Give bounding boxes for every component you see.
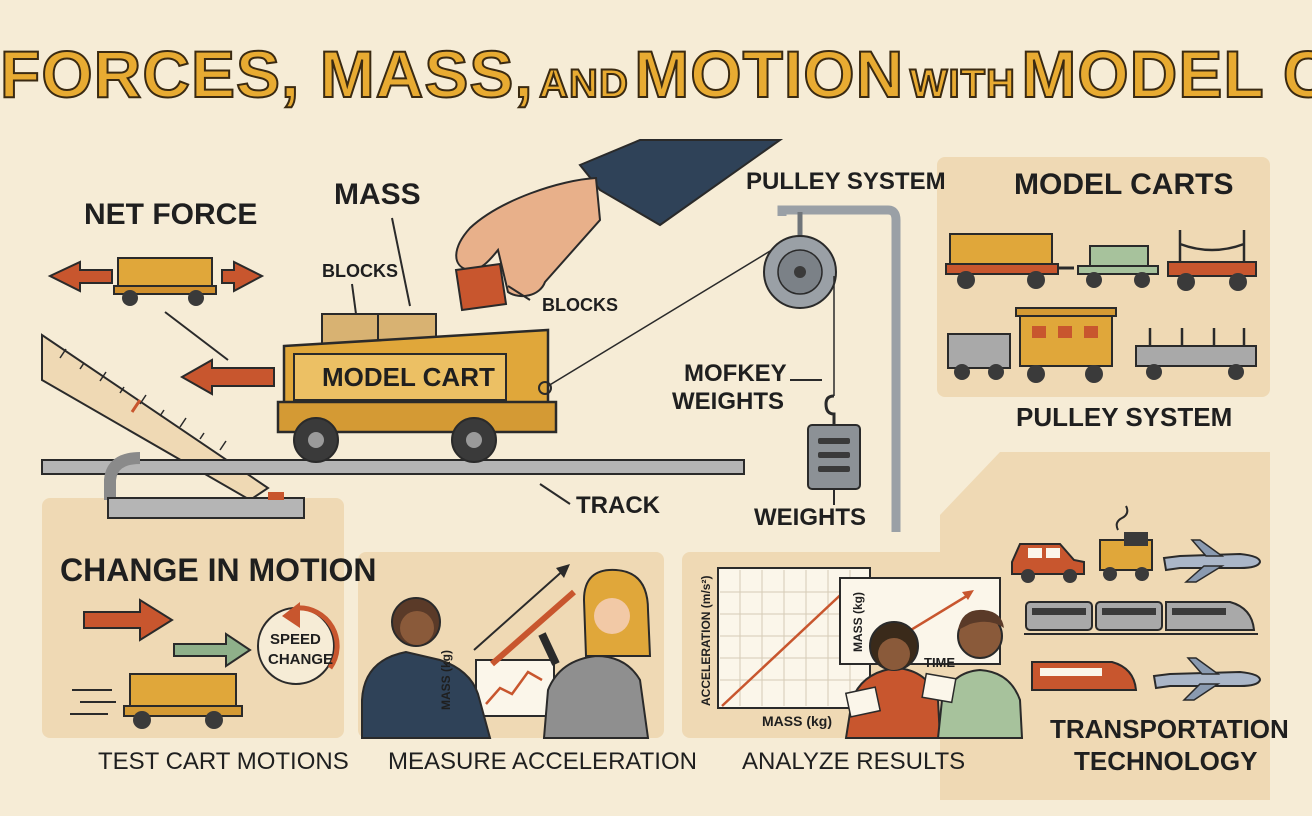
mass-label: MASS	[334, 178, 421, 211]
pull-arrow	[179, 358, 275, 396]
graph2-x-label: TIME	[924, 655, 956, 670]
graph2-y-label: MASS (kg)	[851, 592, 865, 652]
analyze-results-illustration	[717, 567, 1024, 739]
page-title: FORCES, MASS, AND MOTION WITH MODEL CART…	[0, 36, 1312, 112]
model-carts-heading: MODEL CARTS	[1014, 168, 1234, 201]
title-part-4: WITH	[909, 61, 1016, 107]
measure-chart-y-label: MASS (kg)	[439, 650, 453, 710]
blocks-pointer	[351, 283, 357, 315]
main-model-cart	[276, 313, 558, 463]
speed-change-label-2: CHANGE	[268, 651, 334, 668]
change-motion-panel	[42, 498, 344, 738]
net-force-cart	[47, 257, 265, 361]
track-label: TRACK	[576, 492, 660, 519]
measure-acceleration-illustration	[361, 564, 652, 739]
hand-placing-block	[454, 139, 784, 312]
hanging-weights-label-2: WEIGHTS	[672, 388, 784, 415]
model-carts-illustration	[945, 230, 1257, 383]
caption-measure-acceleration: MEASURE ACCELERATION	[388, 748, 697, 775]
title-part-2: AND	[538, 61, 629, 107]
blocks-label-left: BLOCKS	[322, 261, 398, 281]
title-part-5: MODEL CARTS	[1020, 36, 1312, 112]
graph-y-label: ACCELERATION (m/s²)	[699, 575, 713, 706]
title-part-3: MOTION	[633, 36, 905, 112]
transportation-label-2: TECHNOLOGY	[1074, 746, 1258, 776]
transportation-illustration	[1011, 505, 1262, 701]
title-part-1: FORCES, MASS,	[0, 36, 534, 112]
model-cart-label: MODEL CART	[322, 362, 495, 392]
ramp-ruler	[41, 333, 270, 502]
pulley-system-panel-label: PULLEY SYSTEM	[1016, 402, 1233, 432]
pulley-system-label: PULLEY SYSTEM	[746, 168, 946, 195]
change-in-motion-label: CHANGE IN MOTION	[60, 552, 377, 588]
pulley-string	[547, 244, 781, 387]
change-in-motion-illustration	[70, 598, 340, 729]
pulley-system	[763, 205, 901, 532]
mass-pointer	[391, 217, 411, 307]
graph-x-label: MASS (kg)	[762, 713, 832, 729]
transportation-label-1: TRANSPORTATION	[1050, 714, 1289, 744]
speed-change-label-1: SPEED	[270, 631, 321, 648]
weights-label: WEIGHTS	[754, 504, 866, 531]
caption-analyze-results: ANALYZE RESULTS	[742, 748, 966, 775]
net-force-label: NET FORCE	[84, 198, 258, 231]
caption-test-cart-motions: TEST CART MOTIONS	[98, 748, 349, 775]
track	[41, 452, 745, 519]
hanging-weights-label-1: MOFKEY	[684, 360, 787, 387]
blocks-label-right: BLOCKS	[542, 295, 618, 315]
